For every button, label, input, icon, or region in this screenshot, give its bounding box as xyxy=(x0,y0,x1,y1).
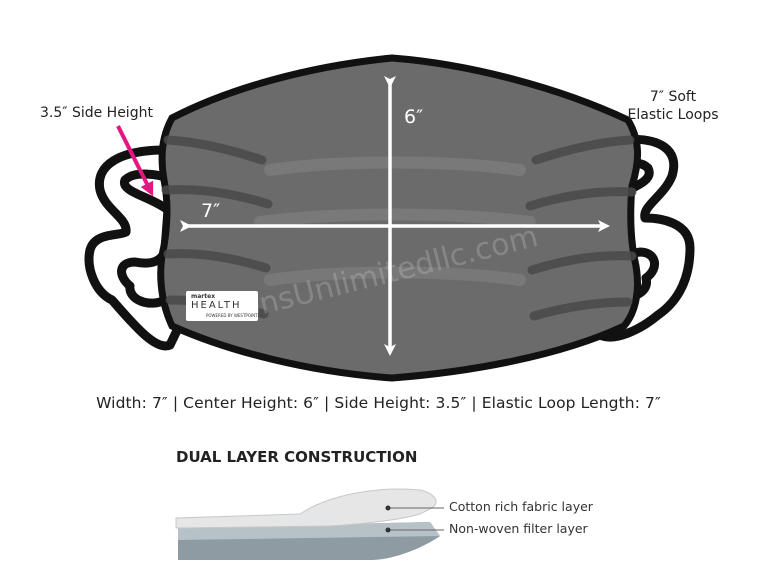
brand-line-2: HEALTH xyxy=(191,300,242,311)
side-height-text: 3.5″ Side Height xyxy=(40,105,153,121)
brand-label: martex HEALTH POWERED BY WESTPOINT xyxy=(186,291,258,321)
center-height-label: 6″ xyxy=(404,106,423,128)
construction-title: DUAL LAYER CONSTRUCTION xyxy=(176,448,418,466)
elastic-loops-callout: 7″ Soft Elastic Loops xyxy=(614,88,732,124)
dimensions-summary: Width: 7″ | Center Height: 6″ | Side Hei… xyxy=(96,394,661,412)
layer-label-fabric: Cotton rich fabric layer xyxy=(449,499,593,514)
brand-line-3: POWERED BY WESTPOINT xyxy=(206,313,258,318)
side-height-arrow xyxy=(116,125,154,197)
brand-line-1: martex xyxy=(191,293,216,300)
layer-label-filter: Non-woven filter layer xyxy=(449,521,588,536)
elastic-loops-line-1: 7″ Soft xyxy=(649,89,697,105)
left-elastic-loop xyxy=(84,145,187,351)
side-height-callout: 3.5″ Side Height xyxy=(40,104,153,122)
fabric-layer xyxy=(175,488,437,529)
elastic-loops-line-2: Elastic Loops xyxy=(627,107,719,123)
width-label: 7″ xyxy=(201,200,220,222)
dual-layer-graphic xyxy=(175,488,444,560)
mask-body xyxy=(157,54,642,382)
